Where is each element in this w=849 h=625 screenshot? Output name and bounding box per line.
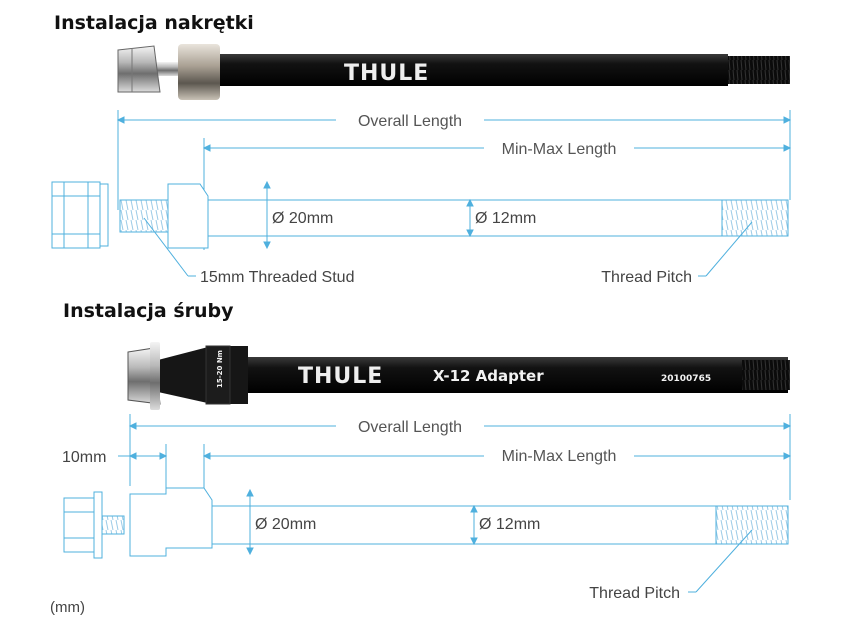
bolt-axle-photo: THULE X-12 Adapter 20100765 15-20 Nm [127, 342, 790, 410]
adapter-head [158, 346, 248, 404]
product-name: X-12 Adapter [433, 367, 544, 385]
thule-logo: THULE [298, 364, 383, 389]
head-length-label: 10mm [62, 449, 106, 466]
overall-length-label: Overall Length [358, 113, 462, 130]
diameter-20mm-label: Ø 20mm [272, 210, 333, 227]
units-note: (mm) [50, 599, 85, 616]
overall-length-label: Overall Length [358, 419, 462, 436]
axle-thread-end [728, 56, 790, 84]
min-max-length-label: Min-Max Length [502, 141, 617, 158]
threaded-stud-label: 15mm Threaded Stud [200, 269, 354, 286]
thread-pitch-label: Thread Pitch [601, 269, 692, 286]
thread-pitch-label: Thread Pitch [589, 585, 680, 602]
min-max-length-label: Min-Max Length [502, 448, 617, 465]
torque-marking: 15-20 Nm [216, 350, 224, 388]
nut-technical-drawing [51, 110, 792, 277]
bolt-drawing-labels: Overall Length Min-Max Length 10mm Ø 20m… [50, 419, 680, 616]
nut-install-heading: Instalacja nakrętki [54, 12, 254, 34]
washer [150, 342, 160, 410]
diameter-20mm-label: Ø 20mm [255, 516, 316, 533]
part-number: 20100765 [661, 374, 711, 384]
axle-rod [212, 54, 728, 86]
torque-marking-band [205, 345, 231, 405]
axle-thread-end [742, 360, 790, 390]
nut-drawing-labels: Overall Length Min-Max Length Ø 20mm Ø 1… [200, 113, 692, 286]
bolt-install-heading: Instalacja śruby [63, 300, 234, 322]
hex-nut [117, 45, 161, 93]
bolt-technical-drawing [63, 414, 792, 593]
diameter-12mm-label: Ø 12mm [479, 516, 540, 533]
axle-collar [178, 44, 220, 100]
diameter-12mm-label: Ø 12mm [475, 210, 536, 227]
thule-logo: THULE [344, 61, 429, 86]
nut-axle-photo: THULE [117, 44, 790, 100]
axle-rod [248, 357, 788, 393]
